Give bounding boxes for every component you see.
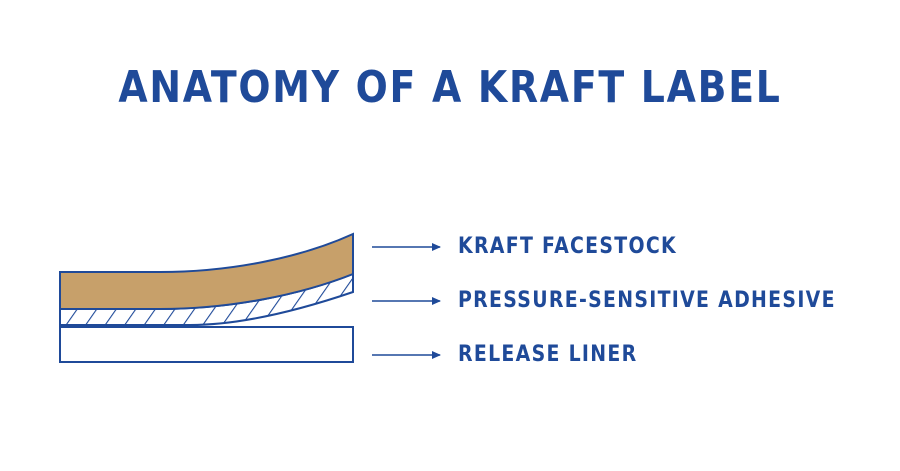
release-liner-layer	[59, 326, 354, 363]
kraft-facestock-layer	[59, 232, 354, 310]
kraft-facestock-label: KRAFT FACESTOCK	[458, 234, 678, 259]
page-title: ANATOMY OF A KRAFT LABEL	[118, 62, 782, 113]
release-liner-label: RELEASE LINER	[458, 342, 638, 367]
adhesive-label: PRESSURE-SENSITIVE ADHESIVE	[458, 288, 836, 313]
